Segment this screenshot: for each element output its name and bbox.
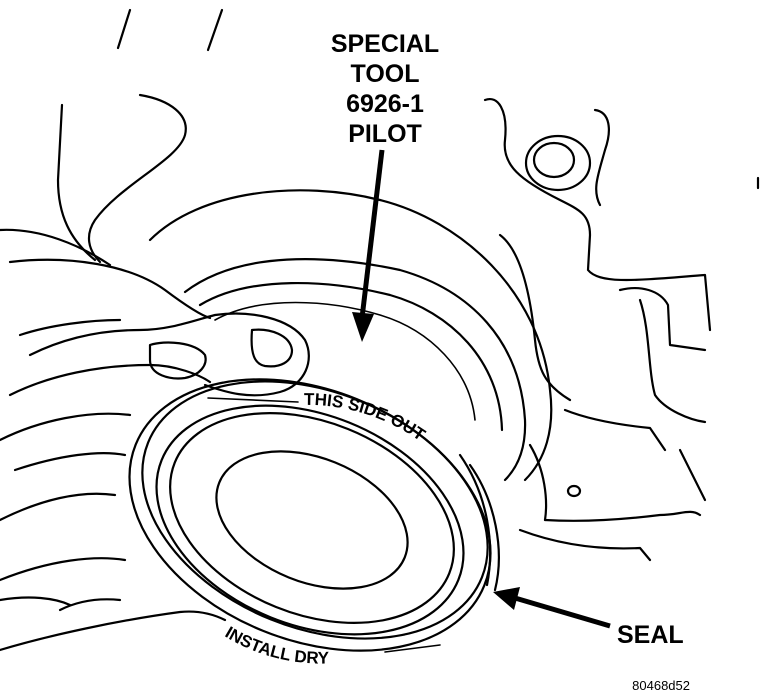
seal [128, 378, 500, 652]
tool-label-line2: TOOL [351, 60, 420, 88]
marking-dash-right [384, 644, 441, 653]
figure-id: 80468d52 [632, 678, 690, 693]
seal-bore [148, 189, 553, 482]
tool-label-line3: 6926-1 [346, 90, 424, 118]
tool-label-line4: PILOT [348, 120, 422, 148]
engine-block [56, 8, 760, 562]
marking-dash-left [207, 397, 299, 403]
seal-arrow [493, 587, 611, 629]
tool-label-line1: SPECIAL [331, 30, 439, 58]
seal-label: SEAL [617, 621, 684, 649]
technician-hand [0, 228, 310, 652]
tool-arrow [352, 149, 385, 342]
